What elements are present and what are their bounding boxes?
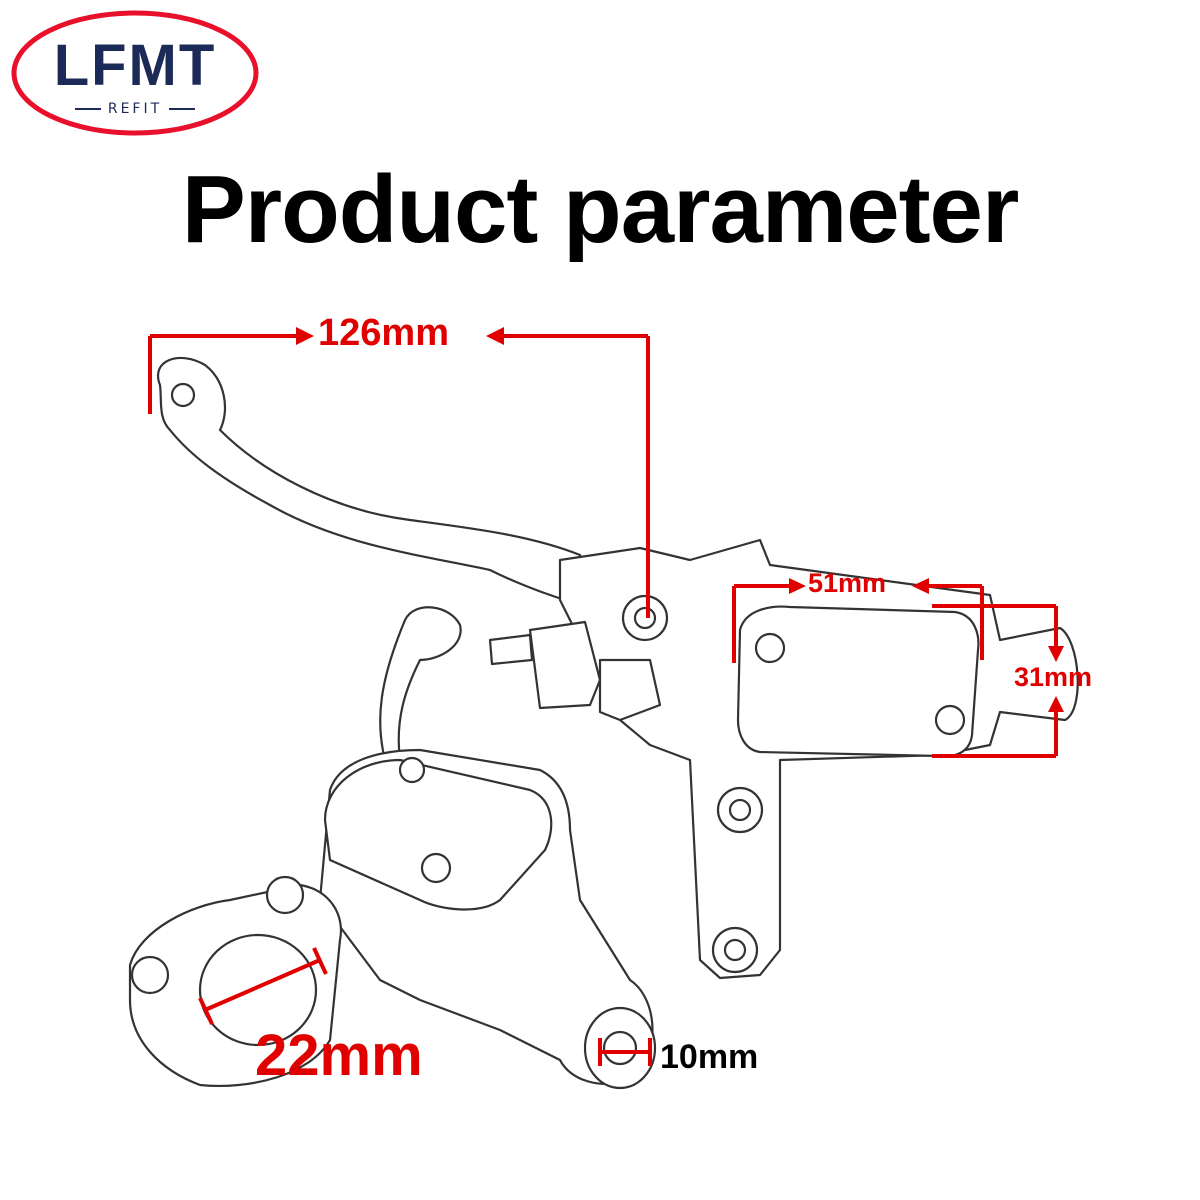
- logo-wordmark: LFMT: [53, 33, 217, 98]
- adjuster-nut: [528, 620, 602, 710]
- rear-lever: [379, 606, 462, 762]
- cap-screw-bottom: [934, 704, 966, 736]
- page-title: Product parameter: [181, 156, 1020, 263]
- dim-126-right-arrowhead: [296, 327, 314, 345]
- clamp-bore: [198, 933, 318, 1047]
- dim-label-22: 22mm: [255, 1023, 423, 1088]
- dim-label-31: 31mm: [1014, 662, 1093, 692]
- banjo-fitting: [598, 658, 662, 722]
- adjuster-bolt: [488, 633, 534, 666]
- dim-label-51: 51mm: [808, 568, 887, 598]
- lever-pivot-hole: [170, 382, 196, 408]
- rear-cap-screw-top: [398, 756, 426, 784]
- front-reservoir-cap: [736, 605, 980, 758]
- clamp-bolt-a: [130, 955, 170, 995]
- dim-22-line: [204, 958, 321, 1012]
- cap-screw-top: [754, 632, 786, 664]
- brand-logo: LFMT REFIT: [10, 8, 260, 138]
- rear-cap-screw-bottom: [420, 852, 452, 884]
- dim-126-left-arrowhead: [486, 327, 504, 345]
- dim-label-126: 126mm: [318, 312, 449, 354]
- dim-label-10: 10mm: [660, 1038, 759, 1076]
- rear-reservoir-cap: [323, 758, 553, 911]
- front-lever: [157, 356, 602, 612]
- clamp-bolt-b: [265, 875, 305, 915]
- logo-subtitle: REFIT: [10, 101, 260, 117]
